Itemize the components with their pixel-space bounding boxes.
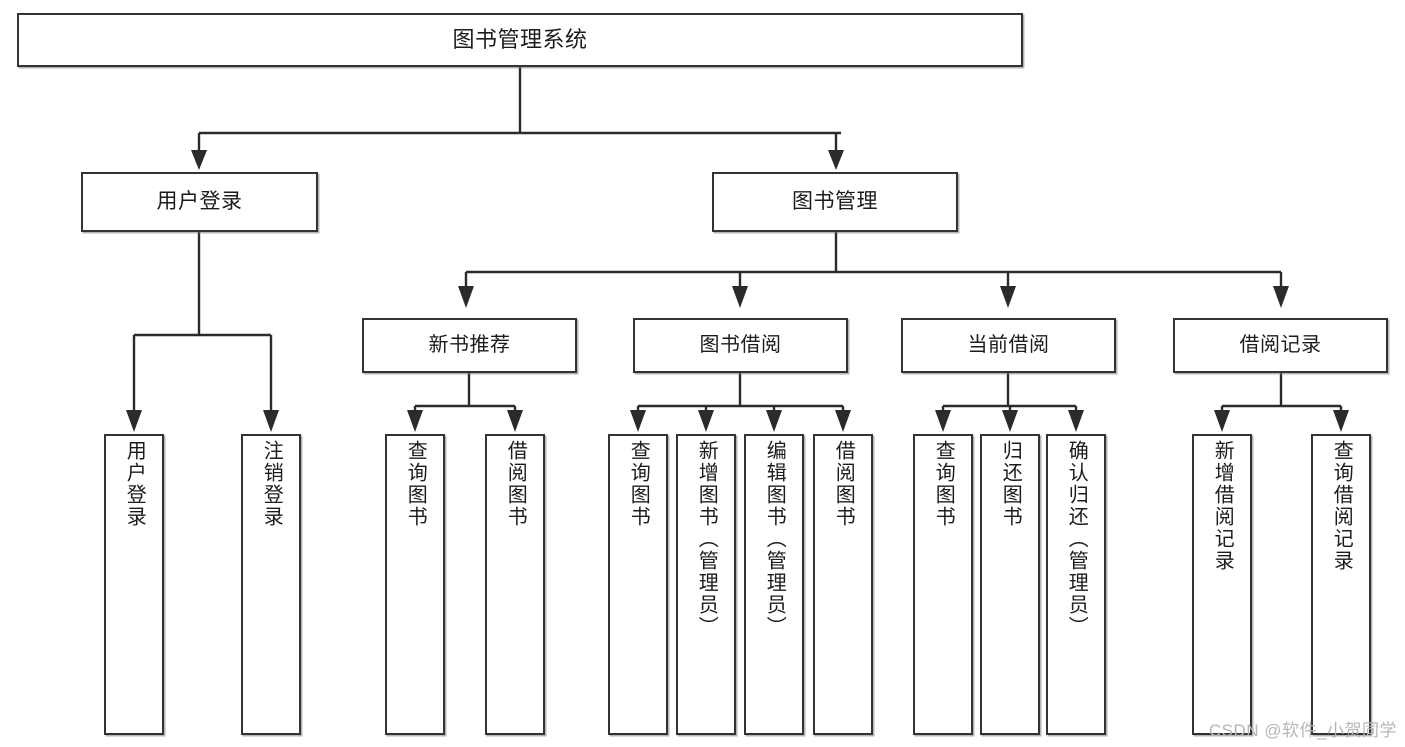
leaf-query-book-borrow[interactable]: 查询图书 [608, 434, 668, 735]
node-label: 借阅记录 [1239, 334, 1322, 356]
node-label: 用户登录 [123, 440, 146, 528]
leaf-add-book-admin[interactable]: 新增图书（管理员） [676, 434, 736, 735]
node-label: 查询图书 [932, 440, 955, 528]
node-label: 借阅图书 [832, 440, 855, 528]
leaf-add-borrow-record[interactable]: 新增借阅记录 [1192, 434, 1252, 735]
node-label: 查询图书 [404, 440, 427, 528]
leaf-logout[interactable]: 注销登录 [241, 434, 301, 735]
node-user-login[interactable]: 用户登录 [81, 172, 318, 232]
node-current-borrow[interactable]: 当前借阅 [901, 318, 1116, 373]
node-label: 图书管理 [792, 189, 878, 213]
node-borrow-records[interactable]: 借阅记录 [1173, 318, 1388, 373]
leaf-borrow-book-recommend[interactable]: 借阅图书 [485, 434, 545, 735]
leaf-borrow-book[interactable]: 借阅图书 [813, 434, 873, 735]
node-book-borrow[interactable]: 图书借阅 [633, 318, 848, 373]
node-label: 借阅图书 [504, 440, 527, 528]
node-label: 当前借阅 [967, 334, 1050, 356]
node-label: 新书推荐 [428, 334, 511, 356]
node-label: 确认归还（管理员） [1065, 440, 1088, 638]
node-label: 查询图书 [627, 440, 650, 528]
node-label: 新增借阅记录 [1211, 440, 1234, 572]
leaf-query-borrow-record[interactable]: 查询借阅记录 [1311, 434, 1371, 735]
node-label: 新增图书（管理员） [695, 440, 718, 638]
node-label: 编辑图书（管理员） [763, 440, 786, 638]
leaf-edit-book-admin[interactable]: 编辑图书（管理员） [744, 434, 804, 735]
node-label: 图书借阅 [699, 334, 782, 356]
node-label: 注销登录 [260, 440, 283, 528]
node-new-book-recommend[interactable]: 新书推荐 [362, 318, 577, 373]
leaf-confirm-return-admin[interactable]: 确认归还（管理员） [1046, 434, 1106, 735]
csdn-watermark: CSDN @软件_小贺同学 [1208, 721, 1397, 740]
leaf-user-login[interactable]: 用户登录 [104, 434, 164, 735]
leaf-query-book-recommend[interactable]: 查询图书 [385, 434, 445, 735]
node-root-system[interactable]: 图书管理系统 [17, 13, 1023, 67]
node-label: 查询借阅记录 [1330, 440, 1353, 572]
node-label: 用户登录 [156, 189, 243, 213]
node-label: 归还图书 [999, 440, 1022, 528]
leaf-query-book-current[interactable]: 查询图书 [913, 434, 973, 735]
node-label: 图书管理系统 [452, 27, 588, 53]
node-book-management[interactable]: 图书管理 [712, 172, 958, 232]
leaf-return-book[interactable]: 归还图书 [980, 434, 1040, 735]
